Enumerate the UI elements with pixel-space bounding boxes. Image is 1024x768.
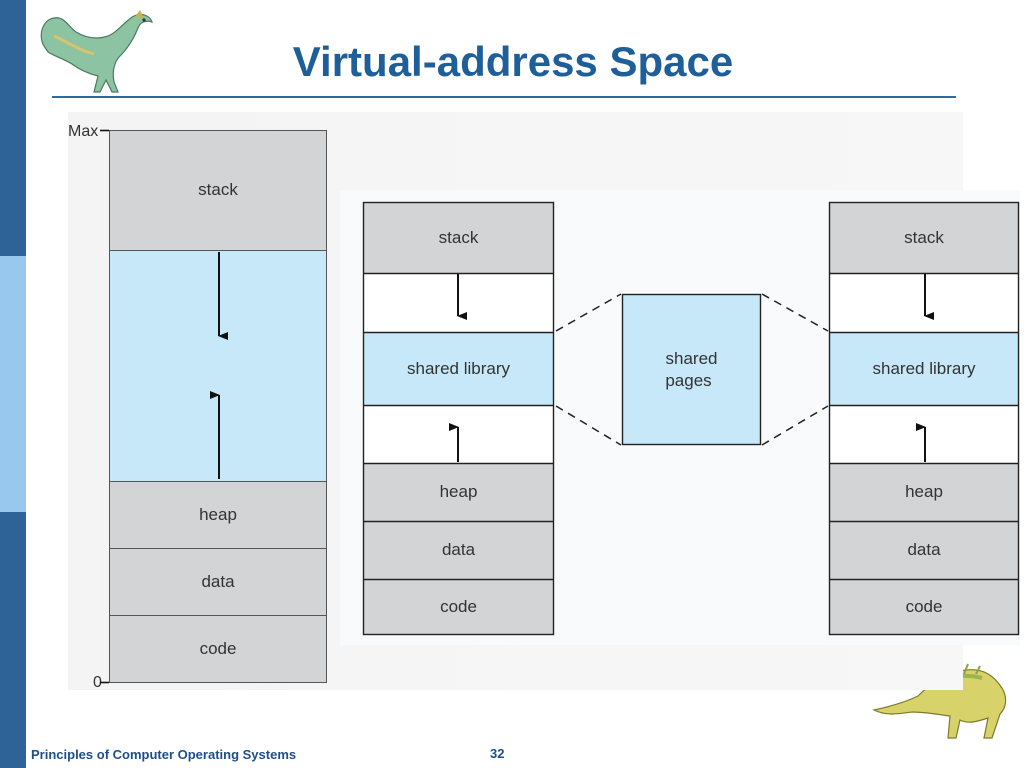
process-a-stack: stack xyxy=(363,202,554,273)
process-b-shared-library: shared library xyxy=(829,332,1019,405)
process-b-code: code xyxy=(829,579,1019,635)
left-code-segment: code xyxy=(109,615,327,683)
shared-pages-line2: pages xyxy=(665,370,712,390)
sidebar-strip-accent xyxy=(0,256,26,512)
dinosaur-top-icon xyxy=(40,10,153,93)
shared-mapping-lines xyxy=(555,293,829,446)
shared-pages-box: shared pages xyxy=(622,294,761,445)
process-b-stack: stack xyxy=(829,202,1019,273)
left-data-segment: data xyxy=(109,548,327,615)
title-divider xyxy=(52,96,956,98)
left-heap-segment: heap xyxy=(109,481,327,548)
process-b-data: data xyxy=(829,521,1019,579)
process-a-code: code xyxy=(363,579,554,635)
shared-pages-line1: shared xyxy=(665,348,718,368)
process-a-shared-library: shared library xyxy=(363,332,554,405)
left-stack-segment: stack xyxy=(109,130,327,250)
footer-course-title: Principles of Computer Operating Systems xyxy=(31,747,297,762)
zero-label: 0 xyxy=(93,674,102,691)
max-label: Max xyxy=(68,123,99,140)
slide-title: Virtual-address Space xyxy=(292,38,734,85)
process-b-heap: heap xyxy=(829,463,1019,521)
process-a-heap: heap xyxy=(363,463,554,521)
process-a-data: data xyxy=(363,521,554,579)
page-number: 32 xyxy=(490,746,505,761)
